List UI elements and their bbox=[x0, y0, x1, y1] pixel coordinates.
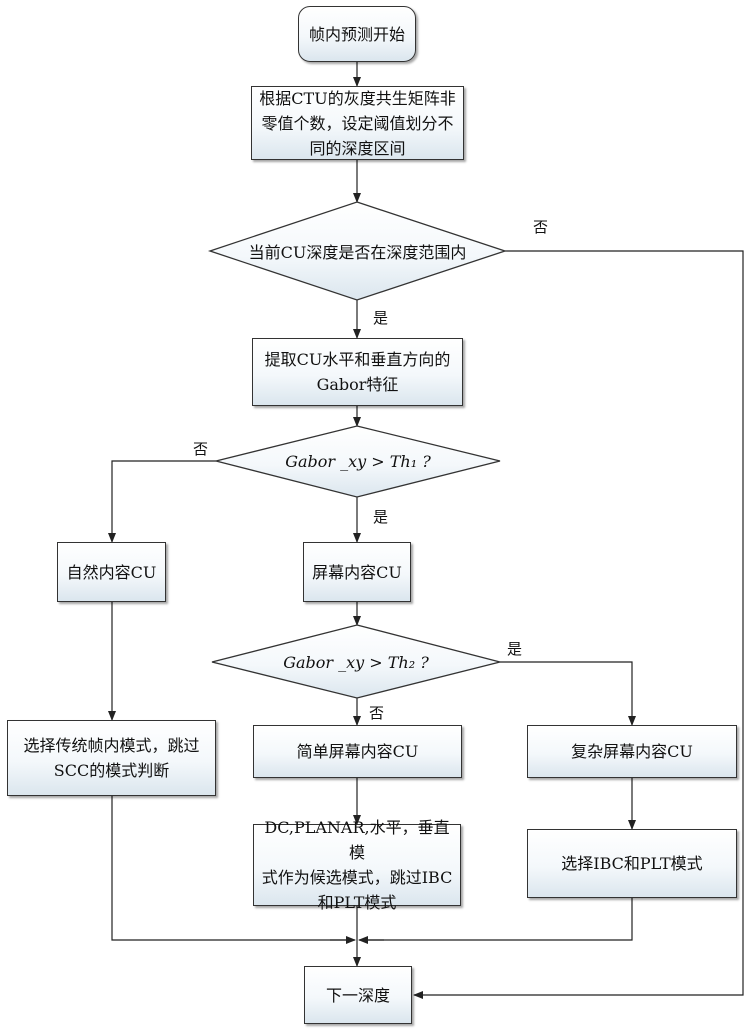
next-depth-node: 下一深度 bbox=[304, 966, 412, 1024]
ibc-plt-mode-node: 选择IBC和PLT模式 bbox=[527, 829, 737, 898]
screen-content-cu-node: 屏幕内容CU bbox=[303, 542, 411, 602]
simple-screen-content-node: 简单屏幕内容CU bbox=[253, 725, 462, 778]
traditional-intra-mode-node: 选择传统帧内模式，跳过 SCC的模式判断 bbox=[7, 720, 216, 796]
label-th2-yes: 是 bbox=[507, 640, 522, 658]
partition-depth-node: 根据CTU的灰度共生矩阵非 零值个数，设定阈值划分不 同的深度区间 bbox=[251, 86, 464, 160]
label-th1-yes: 是 bbox=[373, 508, 388, 526]
decision-th1-shape bbox=[216, 426, 500, 497]
label-th2-no: 否 bbox=[369, 704, 384, 722]
label-depth-no: 否 bbox=[533, 218, 548, 236]
edge-th2-yes bbox=[500, 662, 632, 725]
natural-content-cu-node: 自然内容CU bbox=[57, 542, 166, 602]
complex-screen-content-node: 复杂屏幕内容CU bbox=[527, 725, 737, 778]
label-th1-no: 否 bbox=[193, 440, 208, 458]
edge-th1-no bbox=[112, 461, 216, 542]
extract-gabor-node: 提取CU水平和垂直方向的 Gabor特征 bbox=[252, 338, 463, 406]
decision-depth-check-shape bbox=[210, 202, 505, 300]
label-depth-yes: 是 bbox=[373, 309, 388, 327]
candidate-modes-node: DC,PLANAR,水平，垂直模 式作为候选模式，跳过IBC 和PLT模式 bbox=[253, 824, 461, 906]
start-node: 帧内预测开始 bbox=[298, 6, 416, 62]
decision-th2-shape bbox=[212, 625, 500, 698]
